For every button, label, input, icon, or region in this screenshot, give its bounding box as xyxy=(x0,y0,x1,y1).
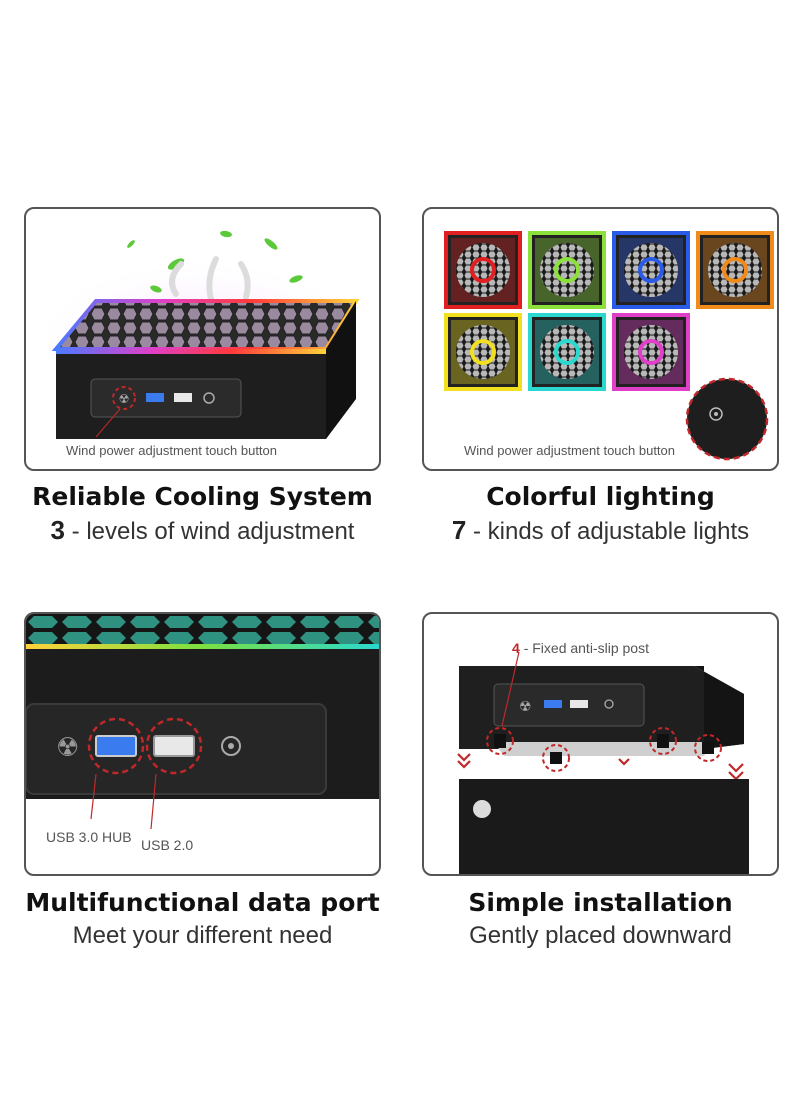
light-color-tile xyxy=(696,231,774,309)
lighting-heading: Colorful lighting xyxy=(486,482,715,511)
cooling-fan-image: ☢ xyxy=(31,230,371,439)
cooling-subtitle: 3 - levels of wind adjustment xyxy=(24,515,381,546)
airflow-arrows-icon xyxy=(169,256,251,302)
lighting-panel: Wind power adjustment touch button xyxy=(422,207,779,471)
leaf-icon xyxy=(127,230,303,293)
install-image: ☢ xyxy=(457,651,749,874)
cooling-panel: ☢ Wind power adjustment touch button xyxy=(24,207,381,471)
svg-text:☢: ☢ xyxy=(519,699,532,715)
install-heading: Simple installation xyxy=(468,888,733,917)
install-subtitle: Gently placed downward xyxy=(469,922,732,949)
ports-panel: ☢ USB 3.0 HUB USB 2.0 xyxy=(24,612,381,876)
light-color-tile xyxy=(444,231,522,309)
cooling-levels-text: - levels of wind adjustment xyxy=(71,518,355,545)
cooling-levels-number: 3 xyxy=(50,515,65,545)
ports-closeup-image: ☢ xyxy=(26,614,379,830)
usb3-label: USB 3.0 HUB xyxy=(46,829,132,845)
touch-button-caption-2: Wind power adjustment touch button xyxy=(464,443,676,458)
light-color-tile xyxy=(444,313,522,391)
light-color-tile xyxy=(528,313,606,391)
install-panel: ☢ 4 - Fixed anti-slip po xyxy=(422,612,779,876)
svg-text:☢: ☢ xyxy=(119,392,130,406)
light-color-tile xyxy=(612,231,690,309)
anti-slip-post-label: 4 - Fixed anti-slip post xyxy=(512,640,649,656)
cooling-heading: Reliable Cooling System xyxy=(32,482,373,511)
light-color-tile xyxy=(612,313,690,391)
anti-slip-post-text: - Fixed anti-slip post xyxy=(523,640,649,656)
light-colors-grid xyxy=(444,231,774,461)
touch-button-zoom xyxy=(685,377,769,461)
light-color-tile xyxy=(528,231,606,309)
anti-slip-post-number: 4 xyxy=(512,640,520,656)
touch-button-caption: Wind power adjustment touch button xyxy=(66,443,278,458)
svg-text:☢: ☢ xyxy=(56,733,79,763)
ports-heading: Multifunctional data port xyxy=(25,888,380,917)
lighting-kinds-number: 7 xyxy=(451,515,467,545)
ports-subtitle: Meet your different need xyxy=(72,922,333,949)
usb2-label: USB 2.0 xyxy=(141,837,194,853)
lighting-kinds-text: - kinds of adjustable lights xyxy=(472,518,750,545)
lighting-subtitle: 7 - kinds of adjustable lights xyxy=(422,515,779,546)
